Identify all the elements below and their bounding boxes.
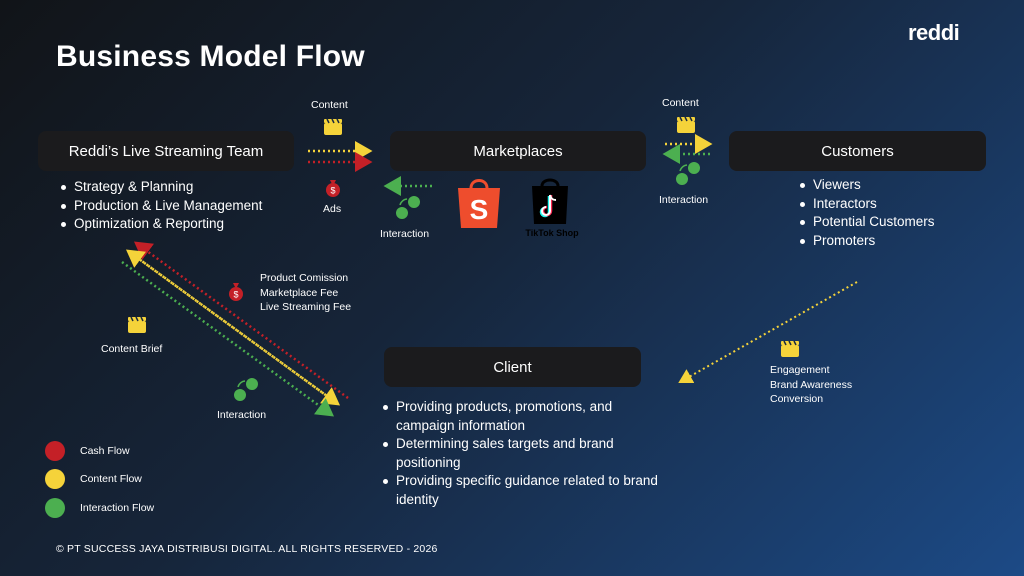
node-label: Marketplaces	[473, 142, 563, 160]
team-responsibilities: Strategy & Planning Production & Live Ma…	[58, 178, 262, 234]
label-content-brief: Content Brief	[101, 343, 163, 355]
tiktok-shop-logo: TikTok Shop	[522, 176, 582, 242]
fee-item: Live Streaming Fee	[260, 301, 352, 313]
list-item: Potential Customers	[797, 213, 935, 232]
list-item: Providing products, promotions, and camp…	[380, 398, 658, 435]
client-responsibilities: Providing products, promotions, and camp…	[380, 398, 658, 509]
engagement-arrow-customers-client	[678, 281, 858, 384]
label-ads: Ads	[323, 203, 342, 215]
list-item: Optimization & Reporting	[58, 215, 262, 234]
tiktok-shop-label: TikTok Shop	[525, 228, 579, 238]
page-title: Business Model Flow	[56, 40, 365, 73]
label-fees: Product Comission Marketplace Fee Live S…	[260, 271, 351, 315]
engagement-item: Brand Awareness	[770, 378, 853, 391]
list-item: Viewers	[797, 176, 935, 195]
list-item: Providing specific guidance related to b…	[380, 472, 658, 509]
label-engagement: Engagement Brand Awareness Conversion	[770, 363, 852, 407]
cash-arrow-client-team	[133, 241, 349, 400]
list-item: Production & Live Management	[58, 197, 262, 216]
node-marketplaces: Marketplaces	[390, 131, 646, 171]
fee-item: Marketplace Fee	[260, 286, 339, 299]
svg-text:$: $	[233, 290, 238, 300]
node-client: Client	[384, 347, 641, 387]
label-interaction-1: Interaction	[380, 228, 430, 240]
legend-cash-dot	[45, 441, 65, 461]
clapperboard-icon	[324, 118, 342, 135]
chat-bubbles-icon	[676, 162, 700, 185]
node-label: Customers	[821, 142, 894, 160]
legend-cash-label: Cash Flow	[80, 445, 130, 457]
content-arrow-team-client	[125, 249, 339, 406]
node-live-streaming-team: Reddi’s Live Streaming Team	[38, 131, 294, 171]
svg-text:$: $	[330, 186, 335, 196]
node-label: Reddi’s Live Streaming Team	[68, 142, 264, 160]
shopee-letter: S	[469, 194, 489, 225]
customer-types: Viewers Interactors Potential Customers …	[797, 176, 935, 250]
list-item: Determining sales targets and brand posi…	[380, 435, 658, 472]
reddi-logo: reddi	[908, 20, 960, 45]
node-customers: Customers	[729, 131, 986, 171]
legend-content-dot	[45, 469, 65, 489]
clapperboard-icon	[677, 116, 695, 133]
money-bag-icon: $	[229, 283, 243, 301]
chat-bubbles-icon	[396, 196, 420, 219]
money-bag-icon: $	[326, 180, 340, 197]
label-content-2: Content	[662, 97, 699, 109]
interaction-arrow-team-client	[121, 260, 335, 417]
list-item: Strategy & Planning	[58, 178, 262, 197]
list-item: Promoters	[797, 232, 935, 251]
content-arrow-client-team	[127, 249, 341, 406]
legend-interaction-dot	[45, 498, 65, 518]
label-content-1: Content	[311, 99, 348, 111]
node-label: Client	[493, 358, 532, 376]
chat-bubbles-icon	[234, 378, 258, 401]
clapperboard-icon	[781, 340, 799, 357]
legend-content-label: Content Flow	[80, 473, 142, 485]
copyright-footer: © PT SUCCESS JAYA DISTRIBUSI DIGITAL. AL…	[56, 543, 438, 555]
label-interaction-3: Interaction	[217, 409, 267, 421]
engagement-item: Engagement	[770, 364, 830, 376]
fee-item: Product Comission	[260, 272, 349, 284]
list-item: Interactors	[797, 195, 935, 214]
engagement-item: Conversion	[770, 393, 824, 405]
shopee-logo: S	[455, 176, 503, 230]
legend-interaction-label: Interaction Flow	[80, 502, 155, 514]
label-interaction-2: Interaction	[659, 194, 709, 206]
clapperboard-icon	[128, 316, 146, 333]
